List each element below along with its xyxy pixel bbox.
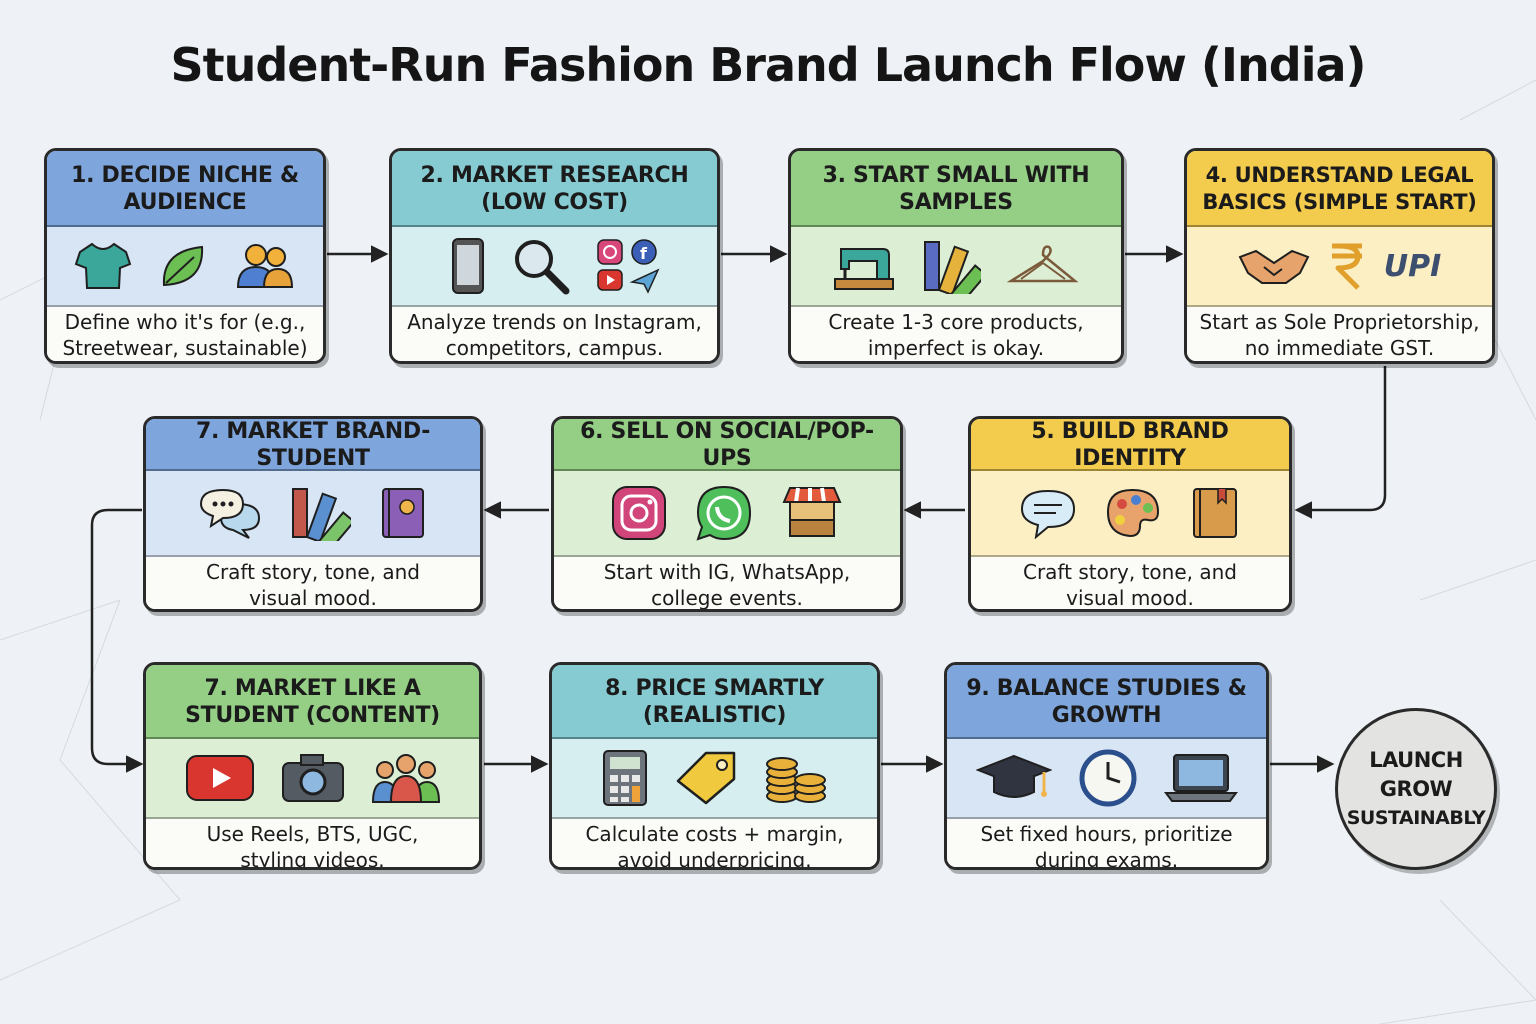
palette-icon	[1106, 488, 1160, 538]
step-icons	[552, 739, 877, 819]
step-card-5: 5. Build Brand Identity Craft story, ton…	[968, 416, 1292, 612]
step-title: 7. Market Like A Student (Content)	[146, 665, 479, 739]
step-card-7b: 7. Market Like A Student (Content) Use R…	[143, 662, 482, 870]
calculator-icon	[602, 750, 647, 806]
step-description: Analyze trends on Instagram,competitors,…	[392, 307, 717, 361]
chat-bubble-icon	[1020, 489, 1076, 539]
step-title: 9. Balance Studies & Growth	[947, 665, 1266, 739]
market-stall-icon	[782, 487, 842, 537]
end-line-1: LAUNCH	[1369, 747, 1463, 772]
step-title: 6. Sell On Social/Pop-Ups	[554, 419, 900, 471]
chat-bubbles-icon	[199, 488, 261, 539]
step-icons	[146, 739, 479, 819]
launch-grow-circle: LAUNCH GROW SUSTAINABLY	[1335, 708, 1497, 870]
instagram-icon	[612, 486, 666, 540]
group-icon	[371, 754, 440, 803]
step-icons: f	[392, 227, 717, 307]
step-description: Start as Sole Proprietorship,no immediat…	[1187, 307, 1492, 361]
step-description: Define who it's for (e.g.,Streetwear, su…	[47, 307, 323, 361]
step-title: 1. Decide Niche & Audience	[47, 151, 323, 227]
step-card-9: 9. Balance Studies & Growth Set fixed ho…	[944, 662, 1269, 870]
step-icons	[971, 471, 1289, 557]
rupee-icon	[1331, 243, 1362, 290]
youtube-icon	[185, 755, 254, 801]
diagram-title: Student-Run Fashion Brand Launch Flow (I…	[170, 38, 1366, 92]
step-card-8: 8. Price Smartly (Realistic) Calculate c…	[549, 662, 880, 870]
social-apps-icon: f	[596, 239, 660, 294]
step-title: 3. Start Small With Samples	[791, 151, 1121, 227]
tshirt-icon	[74, 242, 132, 289]
end-line-2: GROW	[1379, 776, 1453, 801]
step-card-6: 6. Sell On Social/Pop-Ups Start with IG,…	[551, 416, 903, 612]
step-card-4: 4. Understand Legal Basics (Simple Start…	[1184, 148, 1495, 364]
step-title: 4. Understand Legal Basics (Simple Start…	[1187, 151, 1492, 227]
step-card-2: 2. Market Research (Low Cost) f Analyze …	[389, 148, 720, 364]
whatsapp-icon	[696, 485, 752, 541]
book-icon	[382, 488, 424, 538]
smartphone-icon	[451, 238, 484, 294]
hanger-icon	[1007, 245, 1079, 283]
step-card-3: 3. Start Small With Samples Create 1-3 c…	[788, 148, 1124, 364]
price-tag-icon	[676, 751, 735, 805]
graduation-cap-icon	[975, 754, 1052, 798]
step-card-1: 1. Decide Niche & Audience Define who it…	[44, 148, 326, 364]
svg-text:f: f	[640, 244, 648, 263]
color-swatch-icon	[292, 488, 351, 541]
step-icons: UPI	[1187, 227, 1492, 307]
handshake-icon	[1238, 249, 1310, 284]
upi-logo: UPI	[1383, 248, 1442, 284]
step-description: Start with IG, WhatsApp,college events.	[554, 557, 900, 609]
color-swatch-icon	[924, 241, 981, 294]
magnifier-icon	[514, 240, 569, 295]
camera-icon	[281, 754, 344, 802]
coins-icon	[765, 757, 826, 803]
step-title: 2. Market Research (Low Cost)	[392, 151, 717, 227]
step-icons	[791, 227, 1121, 307]
step-description: Use Reels, BTS, UGC,styling videos.	[146, 819, 479, 867]
step-icons	[47, 227, 323, 307]
step-title: 5. Build Brand Identity	[971, 419, 1289, 471]
leaf-icon	[162, 245, 204, 287]
sewing-machine-icon	[834, 248, 894, 290]
step-icons	[947, 739, 1266, 819]
step-title: 8. Price Smartly (Realistic)	[552, 665, 877, 739]
laptop-icon	[1163, 754, 1238, 802]
book-icon	[1193, 488, 1237, 538]
step-title: 7. Market Brand-Student	[146, 419, 480, 471]
step-card-7: 7. Market Brand-Student Craft story, ton…	[143, 416, 483, 612]
people-icon	[236, 244, 294, 288]
end-line-3: SUSTAINABLY	[1346, 806, 1486, 829]
step-description: Create 1-3 core products,imperfect is ok…	[791, 307, 1121, 361]
clock-icon	[1079, 749, 1136, 807]
step-description: Calculate costs + margin,avoid underpric…	[552, 819, 877, 867]
step-icons	[554, 471, 900, 557]
step-icons	[146, 471, 480, 557]
